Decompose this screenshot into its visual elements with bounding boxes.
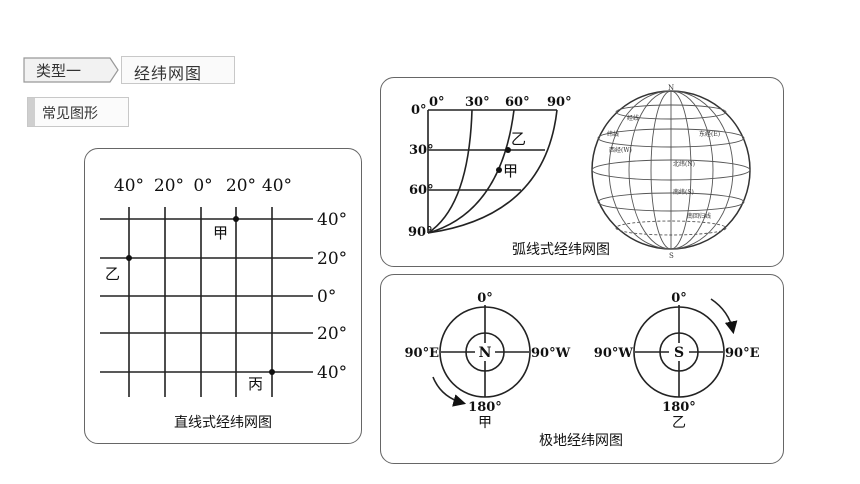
point-jia-label: 甲 [213,224,228,242]
arc-grid-diagram: 0° 30° 60° 90° 0° 30° 60° 90° 乙 甲 弧线式经纬网… [408,84,751,260]
arc-point-yi-dot [505,147,511,153]
arc-point-yi-label: 乙 [511,130,526,148]
straight-grid-diagram: 40° 20° 0° 20° 40° 40° 20° 0° 20° 40° 甲 … [100,176,347,431]
arc-meridian-60 [427,109,515,234]
longitude-label: 20° [226,176,256,196]
arc-meridian-90 [427,109,558,234]
arc-point-jia-dot [496,167,502,173]
south-top-label: 0° [671,291,687,306]
latitude-label: 40° [317,210,347,230]
polar-grid-caption: 极地经纬网图 [539,433,623,449]
arc-top-label: 0° [429,95,445,110]
globe-illustration: N S 北纬(N) 南纬(S) 东经(E) 西经(W) 经线 纬线 南回归线 [591,84,751,260]
north-center-bg [475,343,495,361]
globe-east-label: 东经(E) [699,130,720,138]
point-bing-dot [269,369,275,375]
arc-top-label: 30° [465,95,490,110]
south-bottom-label: 180° [662,400,696,415]
globe-south-label: S [669,252,674,260]
arc-point-jia-label: 甲 [503,162,518,180]
latitude-label: 20° [317,324,347,344]
north-rotation-arrow [432,376,467,407]
arc-top-label: 90° [547,95,572,110]
longitude-label: 0° [193,176,212,196]
straight-grid-caption: 直线式经纬网图 [174,414,272,431]
globe-west-label: 西经(W) [609,146,632,154]
south-left-label: 90°W [594,346,634,361]
north-top-label: 0° [477,291,493,306]
arc-top-label: 60° [505,95,530,110]
straight-grid-panel: 40° 20° 0° 20° 40° 40° 20° 0° 20° 40° 甲 … [84,148,362,444]
arc-left-label: 0° [411,103,427,118]
globe-north-hemisphere-label: 北纬(N) [673,160,695,168]
north-point-label: 甲 [478,415,492,431]
latitude-label: 0° [317,287,336,307]
section-title-box: 经纬网图 [121,56,235,84]
polar-grid-diagram: N 0° 90°E 90°W 180° 甲 S 0° 90°W 90°E 180… [405,291,760,449]
globe-north-label: N [668,84,674,92]
globe-parallel-label: 纬线 [607,130,619,138]
north-center-label: N [479,345,492,361]
point-bing-label: 丙 [248,375,263,393]
arc-meridian-30 [427,109,473,234]
point-yi-dot [126,255,132,261]
north-bottom-label: 180° [468,400,502,415]
longitude-label: 20° [154,176,184,196]
south-right-label: 90°E [725,346,760,361]
type-label: 类型一 [36,62,82,80]
point-jia-dot [233,216,239,222]
subtitle: 常见图形 [42,106,98,122]
arc-left-label: 60° [409,183,434,198]
south-rotation-arrow [710,298,738,335]
south-center-bg [669,343,689,361]
arc-grid-caption: 弧线式经纬网图 [512,242,610,258]
globe-tropic-label: 南回归线 [687,212,711,220]
north-right-label: 90°W [531,346,571,361]
longitude-label: 40° [114,176,144,196]
latitude-label: 20° [317,249,347,269]
arc-grid-panel: 0° 30° 60° 90° 0° 30° 60° 90° 乙 甲 弧线式经纬网… [380,77,784,267]
globe-meridian-label: 经线 [627,114,639,122]
arc-left-label: 90° [408,225,433,240]
globe-south-hemisphere-label: 南纬(S) [673,188,694,196]
polar-grid-panel: N 0° 90°E 90°W 180° 甲 S 0° 90°W 90°E 180… [380,274,784,464]
section-title: 经纬网图 [134,64,203,83]
badge-arrow-shape [23,57,119,83]
longitude-label: 40° [262,176,292,196]
south-polar-grid [633,298,738,398]
point-yi-label: 乙 [105,265,120,283]
subtitle-bar [28,98,35,126]
south-point-label: 乙 [672,415,686,431]
subtitle-box: 常见图形 [27,97,129,127]
south-center-label: S [674,345,684,361]
north-left-label: 90°E [405,346,440,361]
arc-left-label: 30° [409,143,434,158]
latitude-label: 40° [317,363,347,383]
type-badge: 类型一 [22,56,119,84]
